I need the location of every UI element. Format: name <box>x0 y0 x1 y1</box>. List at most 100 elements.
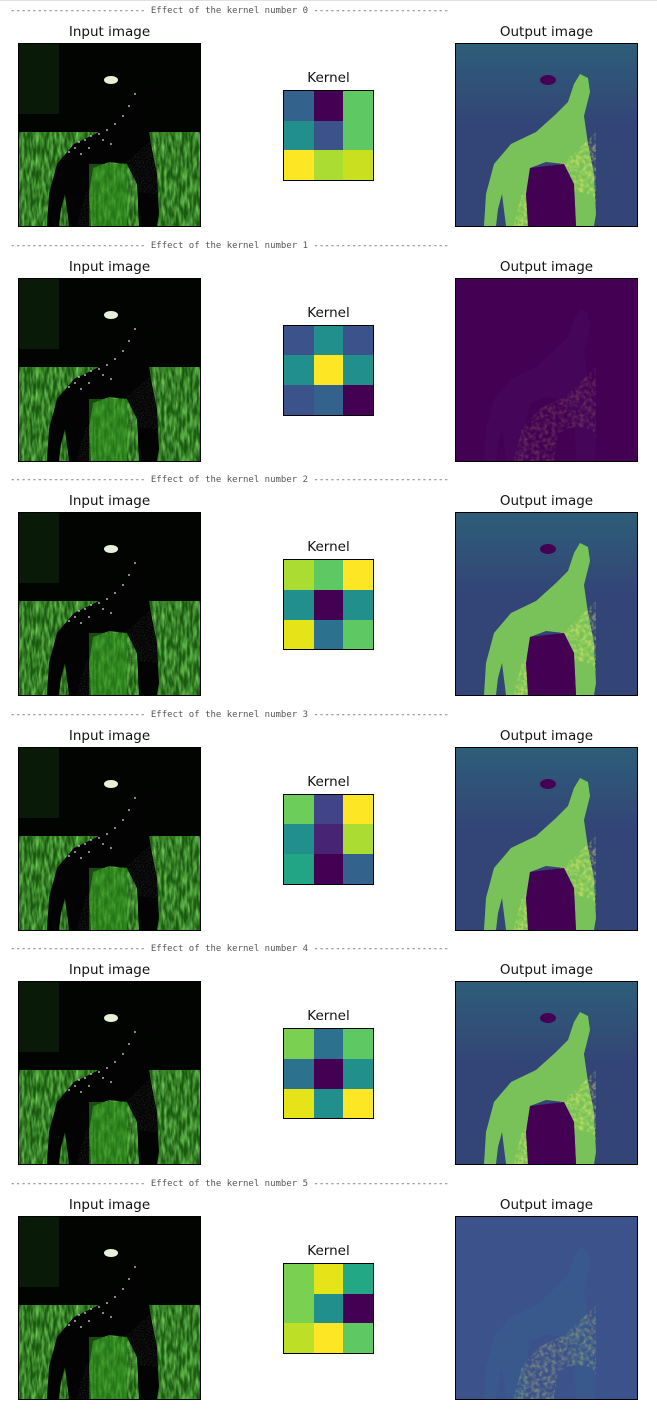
output-image <box>455 512 638 697</box>
output-feature-map <box>456 513 637 696</box>
kernel-cell <box>343 794 373 825</box>
kernel-cell <box>343 560 373 590</box>
kernel-cell <box>343 1293 373 1324</box>
kernel-cell <box>284 1088 314 1119</box>
kernel-cell <box>343 824 373 855</box>
output-image <box>455 43 638 227</box>
kernel-cell <box>284 854 314 884</box>
input-image <box>18 746 201 931</box>
kernel-cell <box>284 384 314 415</box>
kernel-title: Kernel <box>307 70 350 86</box>
kernel-cell <box>284 560 314 590</box>
kernel-cell <box>284 1264 314 1294</box>
input-image-title: Input image <box>68 962 151 979</box>
kernel-cell <box>313 91 344 121</box>
kernel-cell <box>284 824 314 855</box>
kernel-separator-text: ------------------------- Effect of the … <box>10 709 449 720</box>
kernel-cell <box>313 1059 344 1089</box>
kernel-cell <box>343 91 373 121</box>
kernel-cell <box>284 355 314 385</box>
output-feature-map <box>456 278 637 461</box>
kernel-cell <box>313 150 344 180</box>
kernel-cell <box>284 1029 314 1060</box>
kernel-cell <box>343 150 373 180</box>
kernel-cell <box>343 1323 373 1353</box>
output-image-title: Output image <box>499 962 594 979</box>
kernel-cell <box>343 1264 373 1294</box>
kernel-cell <box>343 120 373 151</box>
kernel-cell <box>284 1293 314 1324</box>
kernel-title: Kernel <box>307 1008 350 1025</box>
kernel-separator-text: ------------------------- Effect of the … <box>10 240 449 251</box>
output-feature-map <box>456 982 637 1165</box>
kernel-cell <box>284 150 314 180</box>
kernel-cell <box>284 120 314 151</box>
kernel-effect-block: ------------------------- Effect of the … <box>0 1175 657 1410</box>
kernel-cell <box>284 589 314 620</box>
kernel-cell <box>313 619 344 650</box>
kernel-cell <box>284 1323 314 1353</box>
kernel-title: Kernel <box>307 1243 350 1259</box>
kernel-cell <box>343 325 373 356</box>
output-image-title: Output image <box>499 727 594 744</box>
output-feature-map <box>456 44 637 226</box>
kernel-cell <box>343 1059 373 1089</box>
output-image-title: Output image <box>499 493 594 510</box>
kernel-heatmap <box>283 1028 374 1120</box>
input-image <box>18 981 201 1166</box>
input-image-title: Input image <box>68 493 151 510</box>
input-photo <box>19 513 200 696</box>
kernel-separator-text: ------------------------- Effect of the … <box>10 944 449 955</box>
input-photo <box>19 1217 200 1399</box>
input-image-title: Input image <box>68 24 151 40</box>
kernel-cell <box>284 619 314 650</box>
kernel-separator-text: ------------------------- Effect of the … <box>10 1179 449 1189</box>
input-image <box>18 1216 201 1400</box>
kernel-title: Kernel <box>307 304 350 321</box>
kernel-title: Kernel <box>307 539 350 556</box>
kernel-cell <box>284 91 314 121</box>
kernel-cell <box>313 589 344 620</box>
output-image-title: Output image <box>499 24 594 40</box>
kernel-cell <box>313 1088 344 1119</box>
input-photo <box>19 44 200 226</box>
kernel-cell <box>343 854 373 884</box>
kernel-effect-block: ------------------------- Effect of the … <box>0 2 657 237</box>
kernel-effect-block: ------------------------- Effect of the … <box>0 940 657 1175</box>
kernel-heatmap <box>283 1263 374 1354</box>
kernel-separator-text: ------------------------- Effect of the … <box>10 6 449 16</box>
input-image <box>18 43 201 227</box>
cell-divider <box>0 0 657 1</box>
kernel-cell <box>343 589 373 620</box>
kernel-effect-block: ------------------------- Effect of the … <box>0 706 657 941</box>
input-photo <box>19 982 200 1165</box>
output-feature-map <box>456 1217 637 1399</box>
output-image <box>455 981 638 1166</box>
output-image <box>455 1216 638 1400</box>
kernel-cell <box>313 1293 344 1324</box>
output-image-title: Output image <box>499 1197 594 1213</box>
kernel-cell <box>343 1088 373 1119</box>
output-image-title: Output image <box>499 258 594 275</box>
input-photo <box>19 278 200 461</box>
kernel-separator-text: ------------------------- Effect of the … <box>10 475 449 486</box>
kernel-heatmap <box>283 559 374 651</box>
input-image-title: Input image <box>68 258 151 275</box>
kernel-effect-block: ------------------------- Effect of the … <box>0 471 657 706</box>
output-image <box>455 277 638 462</box>
kernel-heatmap <box>283 793 374 885</box>
output-image <box>455 746 638 931</box>
kernel-heatmap <box>283 90 374 181</box>
kernel-cell <box>284 794 314 825</box>
kernel-cell <box>313 854 344 884</box>
input-photo <box>19 747 200 930</box>
output-feature-map <box>456 747 637 930</box>
input-image <box>18 277 201 462</box>
kernel-cell <box>313 824 344 855</box>
kernel-cell <box>313 794 344 825</box>
kernel-cell <box>343 355 373 385</box>
kernel-heatmap <box>283 324 374 416</box>
kernel-cell <box>343 1029 373 1060</box>
kernel-cell <box>343 619 373 650</box>
input-image-title: Input image <box>68 727 151 744</box>
